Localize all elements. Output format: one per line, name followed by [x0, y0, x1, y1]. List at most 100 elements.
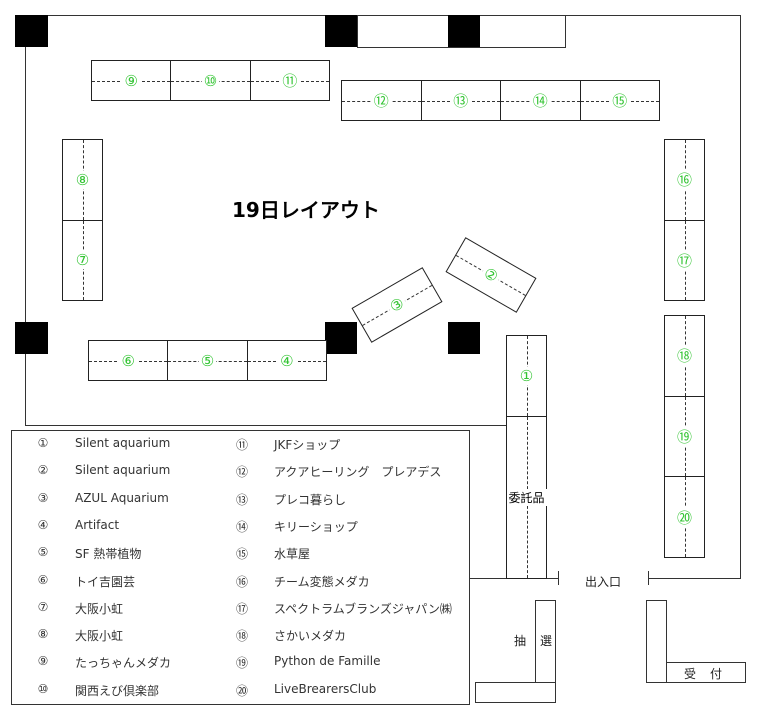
legend-number: ⑳	[235, 683, 248, 698]
pillar	[15, 15, 48, 47]
legend-number: ⑪	[235, 438, 248, 452]
lottery-label-1: 抽	[514, 634, 527, 648]
legend-number: ⑫	[235, 465, 248, 480]
booth-10[interactable]: ⑩	[170, 61, 250, 100]
legend-name: 関西えび倶楽部	[75, 683, 160, 698]
booth-2-cell[interactable]: ②	[447, 239, 535, 312]
booth-20[interactable]: ⑳	[665, 476, 704, 557]
booth-number: ⑨	[122, 71, 140, 90]
booth-col-18-20: ⑱ ⑲ ⑳	[664, 315, 705, 558]
entrance-tick-left	[558, 571, 559, 585]
legend-number: ⑧	[37, 627, 49, 642]
booth-16[interactable]: ⑯	[665, 140, 704, 220]
booth-row-9-11: ⑨ ⑩ ⑪	[91, 60, 330, 101]
booth-13[interactable]: ⑬	[420, 81, 501, 120]
booth-number: ⑪	[280, 70, 300, 91]
legend-number: ⑱	[235, 629, 248, 644]
booth-col-8-7: ⑧ ⑦	[62, 139, 103, 301]
booth-4[interactable]: ④	[246, 341, 327, 380]
entrance-tick-right	[648, 571, 649, 585]
booth-6[interactable]: ⑥	[89, 341, 168, 380]
booth-number: ①	[517, 367, 536, 385]
booth-9[interactable]: ⑨	[92, 61, 171, 100]
booth-8[interactable]: ⑧	[63, 140, 102, 220]
legend-number: ⑯	[235, 574, 248, 589]
legend-number: ⑭	[235, 519, 248, 534]
booth-1[interactable]: ①	[507, 336, 546, 416]
legend-name: アクアヒーリング プレアデス	[274, 465, 442, 480]
booth-3: ③	[351, 267, 443, 343]
legend-name: Artifact	[75, 517, 120, 532]
legend-name: たっちゃんメダカ	[75, 656, 172, 671]
booth-number: ⑤	[198, 351, 217, 370]
booth-3-cell[interactable]: ③	[353, 269, 441, 342]
legend-name: Silent aquarium	[75, 436, 171, 450]
legend-number: ②	[37, 463, 49, 478]
legend-name: JKFショップ	[274, 438, 341, 452]
legend-number: ⑥	[37, 572, 49, 587]
legend-name: AZUL Aquarium	[75, 490, 169, 505]
booth-number: ⑦	[73, 251, 92, 270]
booth-14[interactable]: ⑭	[500, 81, 580, 120]
booth-number: ⑧	[73, 170, 92, 189]
legend-number: ⑨	[37, 654, 49, 669]
reception-desk-vertical	[646, 600, 667, 683]
booth-number: ⑮	[610, 90, 630, 111]
booth-2: ②	[445, 237, 537, 313]
legend-name: SF 熱帯植物	[75, 547, 142, 562]
booth-number: ⑳	[674, 506, 694, 528]
legend-name: チーム変態メダカ	[274, 574, 370, 589]
booth-row-6-4: ⑥ ⑤ ④	[88, 340, 327, 381]
booth-15[interactable]: ⑮	[579, 81, 660, 120]
legend-number: ①	[37, 436, 49, 450]
booth-7[interactable]: ⑦	[63, 219, 102, 301]
legend-name: スペクトラムブランズジャパン㈱	[274, 601, 452, 616]
booth-number: ②	[478, 262, 504, 288]
lottery-desk-horizontal	[475, 682, 556, 703]
booth-12[interactable]: ⑫	[342, 81, 421, 120]
booth-number: ⑬	[451, 90, 471, 111]
lottery-label-2: 選	[540, 632, 553, 649]
booth-number: ⑱	[674, 345, 694, 367]
legend-name: 水草屋	[274, 547, 311, 562]
booth-number: ⑥	[119, 351, 137, 370]
booth-17[interactable]: ⑰	[665, 219, 704, 301]
wall-left	[25, 15, 26, 426]
legend-name: 大阪小虹	[75, 601, 124, 616]
booth-18[interactable]: ⑱	[665, 316, 704, 396]
legend-number: ⑮	[235, 547, 248, 562]
legend-number: ⑬	[235, 492, 248, 507]
wall-right	[740, 15, 741, 579]
legend-number: ⑲	[235, 656, 248, 671]
booth-row-12-15: ⑫ ⑬ ⑭ ⑮	[341, 80, 660, 121]
legend-number: ③	[37, 490, 49, 505]
consignment-area[interactable]: 委託品	[506, 416, 547, 578]
legend-name: Python de Famille	[274, 654, 381, 669]
entrance-label: 出入口	[585, 575, 622, 589]
pillar	[15, 322, 48, 354]
booth-number: ③	[384, 292, 410, 318]
reception-desk-horizontal	[666, 662, 746, 683]
consignment-label: 委託品	[506, 489, 547, 506]
booth-number: ④	[278, 351, 296, 370]
legend-name: 大阪小虹	[75, 629, 124, 644]
legend-number: ⑦	[37, 599, 49, 614]
booth-number: ⑭	[530, 90, 550, 111]
booth-number: ⑫	[371, 90, 391, 111]
reception-label-2: 付	[710, 667, 723, 681]
booth-number: ⑯	[674, 169, 694, 191]
legend-name: キリーショップ	[274, 519, 358, 534]
legend-name: トイ吉園芸	[75, 574, 136, 589]
legend-name: プレコ暮らし	[274, 492, 347, 507]
legend-number: ⑤	[37, 545, 49, 560]
booth-5[interactable]: ⑤	[167, 341, 247, 380]
wall-bottom-b	[648, 578, 741, 579]
legend-number: ⑩	[37, 681, 49, 696]
pillar	[448, 322, 480, 354]
wall-bottom-left	[25, 425, 506, 426]
booth-11[interactable]: ⑪	[249, 61, 330, 100]
booth-19[interactable]: ⑲	[665, 395, 704, 477]
booth-number: ⑩	[201, 71, 220, 90]
legend-name: LiveBrearersClub	[274, 681, 377, 696]
